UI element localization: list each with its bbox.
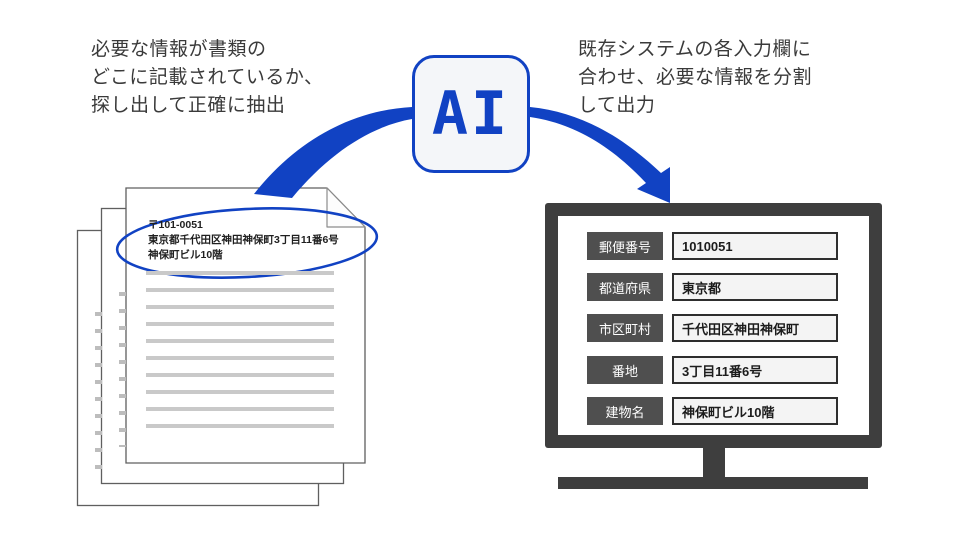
arrow-ai-to-system-icon [530,107,670,203]
field-label-street-number: 番地 [587,356,663,384]
ai-label: AI [431,79,511,149]
address-line: 東京都千代田区神田神保町3丁目11番6号 [148,234,339,246]
monitor-screen: 郵便番号 1010051 都道府県 東京都 市区町村 千代田区神田神保町 番地 … [558,216,869,435]
form-row: 番地 3丁目11番6号 [587,356,838,384]
field-label-postal-code: 郵便番号 [587,232,663,260]
document-text-lines [146,271,334,429]
caption-extraction: 必要な情報が書類の どこに記載されているか、 探し出して正確に抽出 [91,36,323,120]
field-label-building-name: 建物名 [587,397,663,425]
field-label-city: 市区町村 [587,314,663,342]
page-fold-corner-icon [326,187,366,228]
field-value-prefecture: 東京都 [672,273,838,301]
document-address: 〒101-0051 東京都千代田区神田神保町3丁目11番6号 神保町ビル10階 [148,218,339,263]
caption-line: 探し出して正確に抽出 [91,95,286,116]
ai-badge: AI [412,55,530,173]
address-line: 〒101-0051 [148,219,203,231]
field-value-street-number: 3丁目11番6号 [672,356,838,384]
monitor-stand-base [558,477,868,489]
form-row: 市区町村 千代田区神田神保町 [587,314,838,342]
address-line: 神保町ビル10階 [148,249,223,261]
form-row: 郵便番号 1010051 [587,232,838,260]
form-row: 都道府県 東京都 [587,273,838,301]
form-row: 建物名 神保町ビル10階 [587,397,838,425]
field-label-prefecture: 都道府県 [587,273,663,301]
field-value-building-name: 神保町ビル10階 [672,397,838,425]
caption-line: 合わせ、必要な情報を分割 [578,67,813,88]
caption-line: どこに記載されているか、 [91,67,324,88]
document-text-lines-back-page [95,312,102,469]
monitor-stand-neck [703,448,725,477]
field-value-city: 千代田区神田神保町 [672,314,838,342]
caption-line: して出力 [578,95,656,116]
field-value-postal-code: 1010051 [672,232,838,260]
arrow-document-to-ai-icon [254,107,412,198]
monitor: 郵便番号 1010051 都道府県 東京都 市区町村 千代田区神田神保町 番地 … [545,203,882,448]
caption-line: 必要な情報が書類の [91,39,267,60]
caption-line: 既存システムの各入力欄に [578,39,812,60]
caption-output: 既存システムの各入力欄に 合わせ、必要な情報を分割 して出力 [578,36,812,120]
document-text-lines-middle-page [119,292,126,447]
